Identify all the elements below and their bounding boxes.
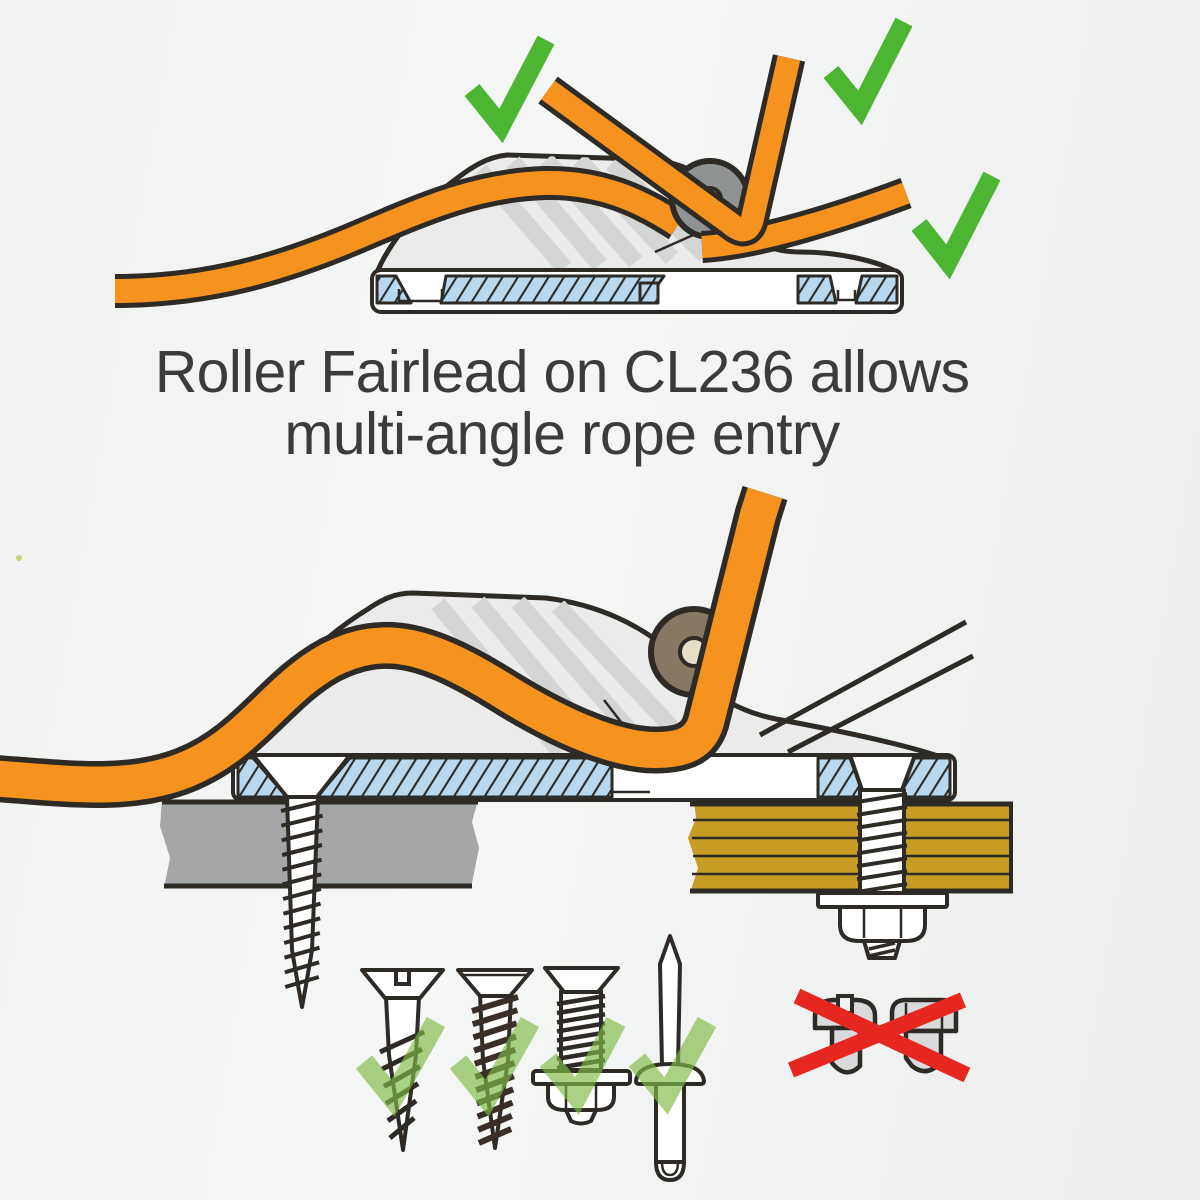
red-cross-icon [787,988,971,1083]
bolt-threads [856,792,908,894]
mandrel-ball [660,1161,680,1177]
caption: Roller Fairlead on CL236 allows multi-an… [0,341,1124,465]
screw-head [251,753,352,799]
rope-horizontal-entry [114,170,685,303]
check-icon [464,35,555,144]
base-pad [375,274,413,305]
rope [0,487,783,803]
slot [394,970,411,986]
approved-fasteners-row [355,934,717,1182]
washer [816,891,949,909]
bolt-head [848,753,917,792]
head [456,968,534,998]
check-icon [823,17,913,126]
plywood-layer-lines [692,818,1009,876]
alternate-lead-line [786,653,975,755]
check-icon [355,1016,446,1117]
countersunk-screw [251,753,352,1009]
base-pad [854,274,899,305]
base-pad [315,756,614,799]
mandrel-pin [658,934,682,1068]
check-icon [911,171,1001,280]
check-icon [539,1017,626,1116]
check-icon [628,1016,717,1115]
rope-steep-entry [541,55,801,242]
bolt-tip-threads [868,941,896,958]
check-icon [449,1016,540,1117]
hex-nut [838,905,927,943]
rope-low-right-exit [701,182,910,258]
top-diagram [114,17,1001,314]
plywood-slab [688,801,1013,894]
mount-hole-recess [836,290,857,302]
head [543,966,620,994]
prohibited-fasteners [787,988,971,1083]
bottom-diagram [0,485,1013,1009]
base-pad [638,281,660,305]
base-pad [796,274,838,305]
rivet-tail [654,1160,686,1182]
caption-line-2: multi-angle rope entry [284,401,840,467]
caption-line-1: Roller Fairlead on CL236 allows [154,339,970,405]
screw-tip [564,1108,598,1126]
screw-shank [285,795,320,1009]
countersunk-bolt-washer-nut [816,753,949,960]
stray-speck [16,555,22,561]
screw-threads [280,799,324,989]
base-pad [439,274,666,305]
alternate-lead-line [758,619,968,738]
